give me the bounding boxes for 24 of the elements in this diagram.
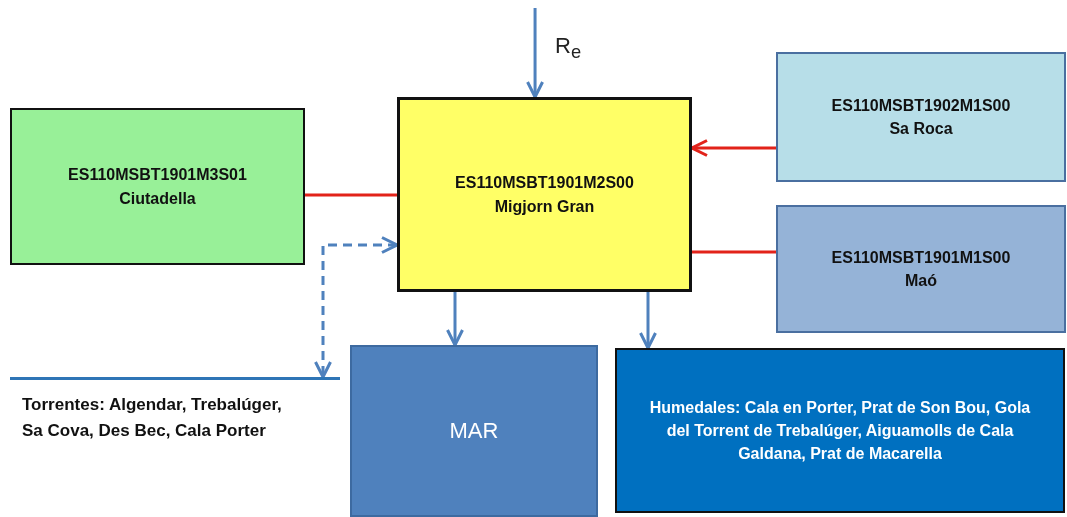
node-text: Maó: [905, 271, 937, 291]
node-text: Migjorn Gran: [494, 196, 595, 217]
node-text: Humedales: Cala en Porter, Prat de Son Bou, Gola del Torrent de Trebalúger, Aiguamolls de Cala Galdana, Prat de Macarella: [648, 397, 1032, 465]
node-text: MAR: [449, 417, 499, 446]
node-text: Sa Roca: [889, 119, 953, 139]
process-box: [615, 348, 1065, 513]
arrow: [690, 139, 776, 157]
process-box: [397, 97, 692, 292]
arrow: [526, 8, 545, 99]
node-text: Ciutadella: [119, 188, 196, 209]
dashed-arrow: [314, 236, 399, 379]
node-text: Torrentes: Algendar, Trebalúger, Sa Cova, Des Bec, Cala Porter: [22, 394, 283, 443]
connector-line: [692, 250, 776, 254]
process-box: [350, 345, 598, 517]
node-text: ES110MSBT1901M1S00: [831, 247, 1011, 268]
node-text: ES110MSBT1901M2S00: [455, 173, 634, 194]
node-text: ES110MSBT1901M3S01: [68, 165, 247, 186]
process-box: [776, 205, 1066, 333]
process-box: [10, 108, 305, 265]
arrow: [446, 292, 464, 347]
node-text: ES110MSBT1902M1S00: [831, 95, 1011, 116]
process-box: [776, 52, 1066, 182]
connector-line: [305, 193, 397, 197]
arrow: [639, 292, 657, 350]
